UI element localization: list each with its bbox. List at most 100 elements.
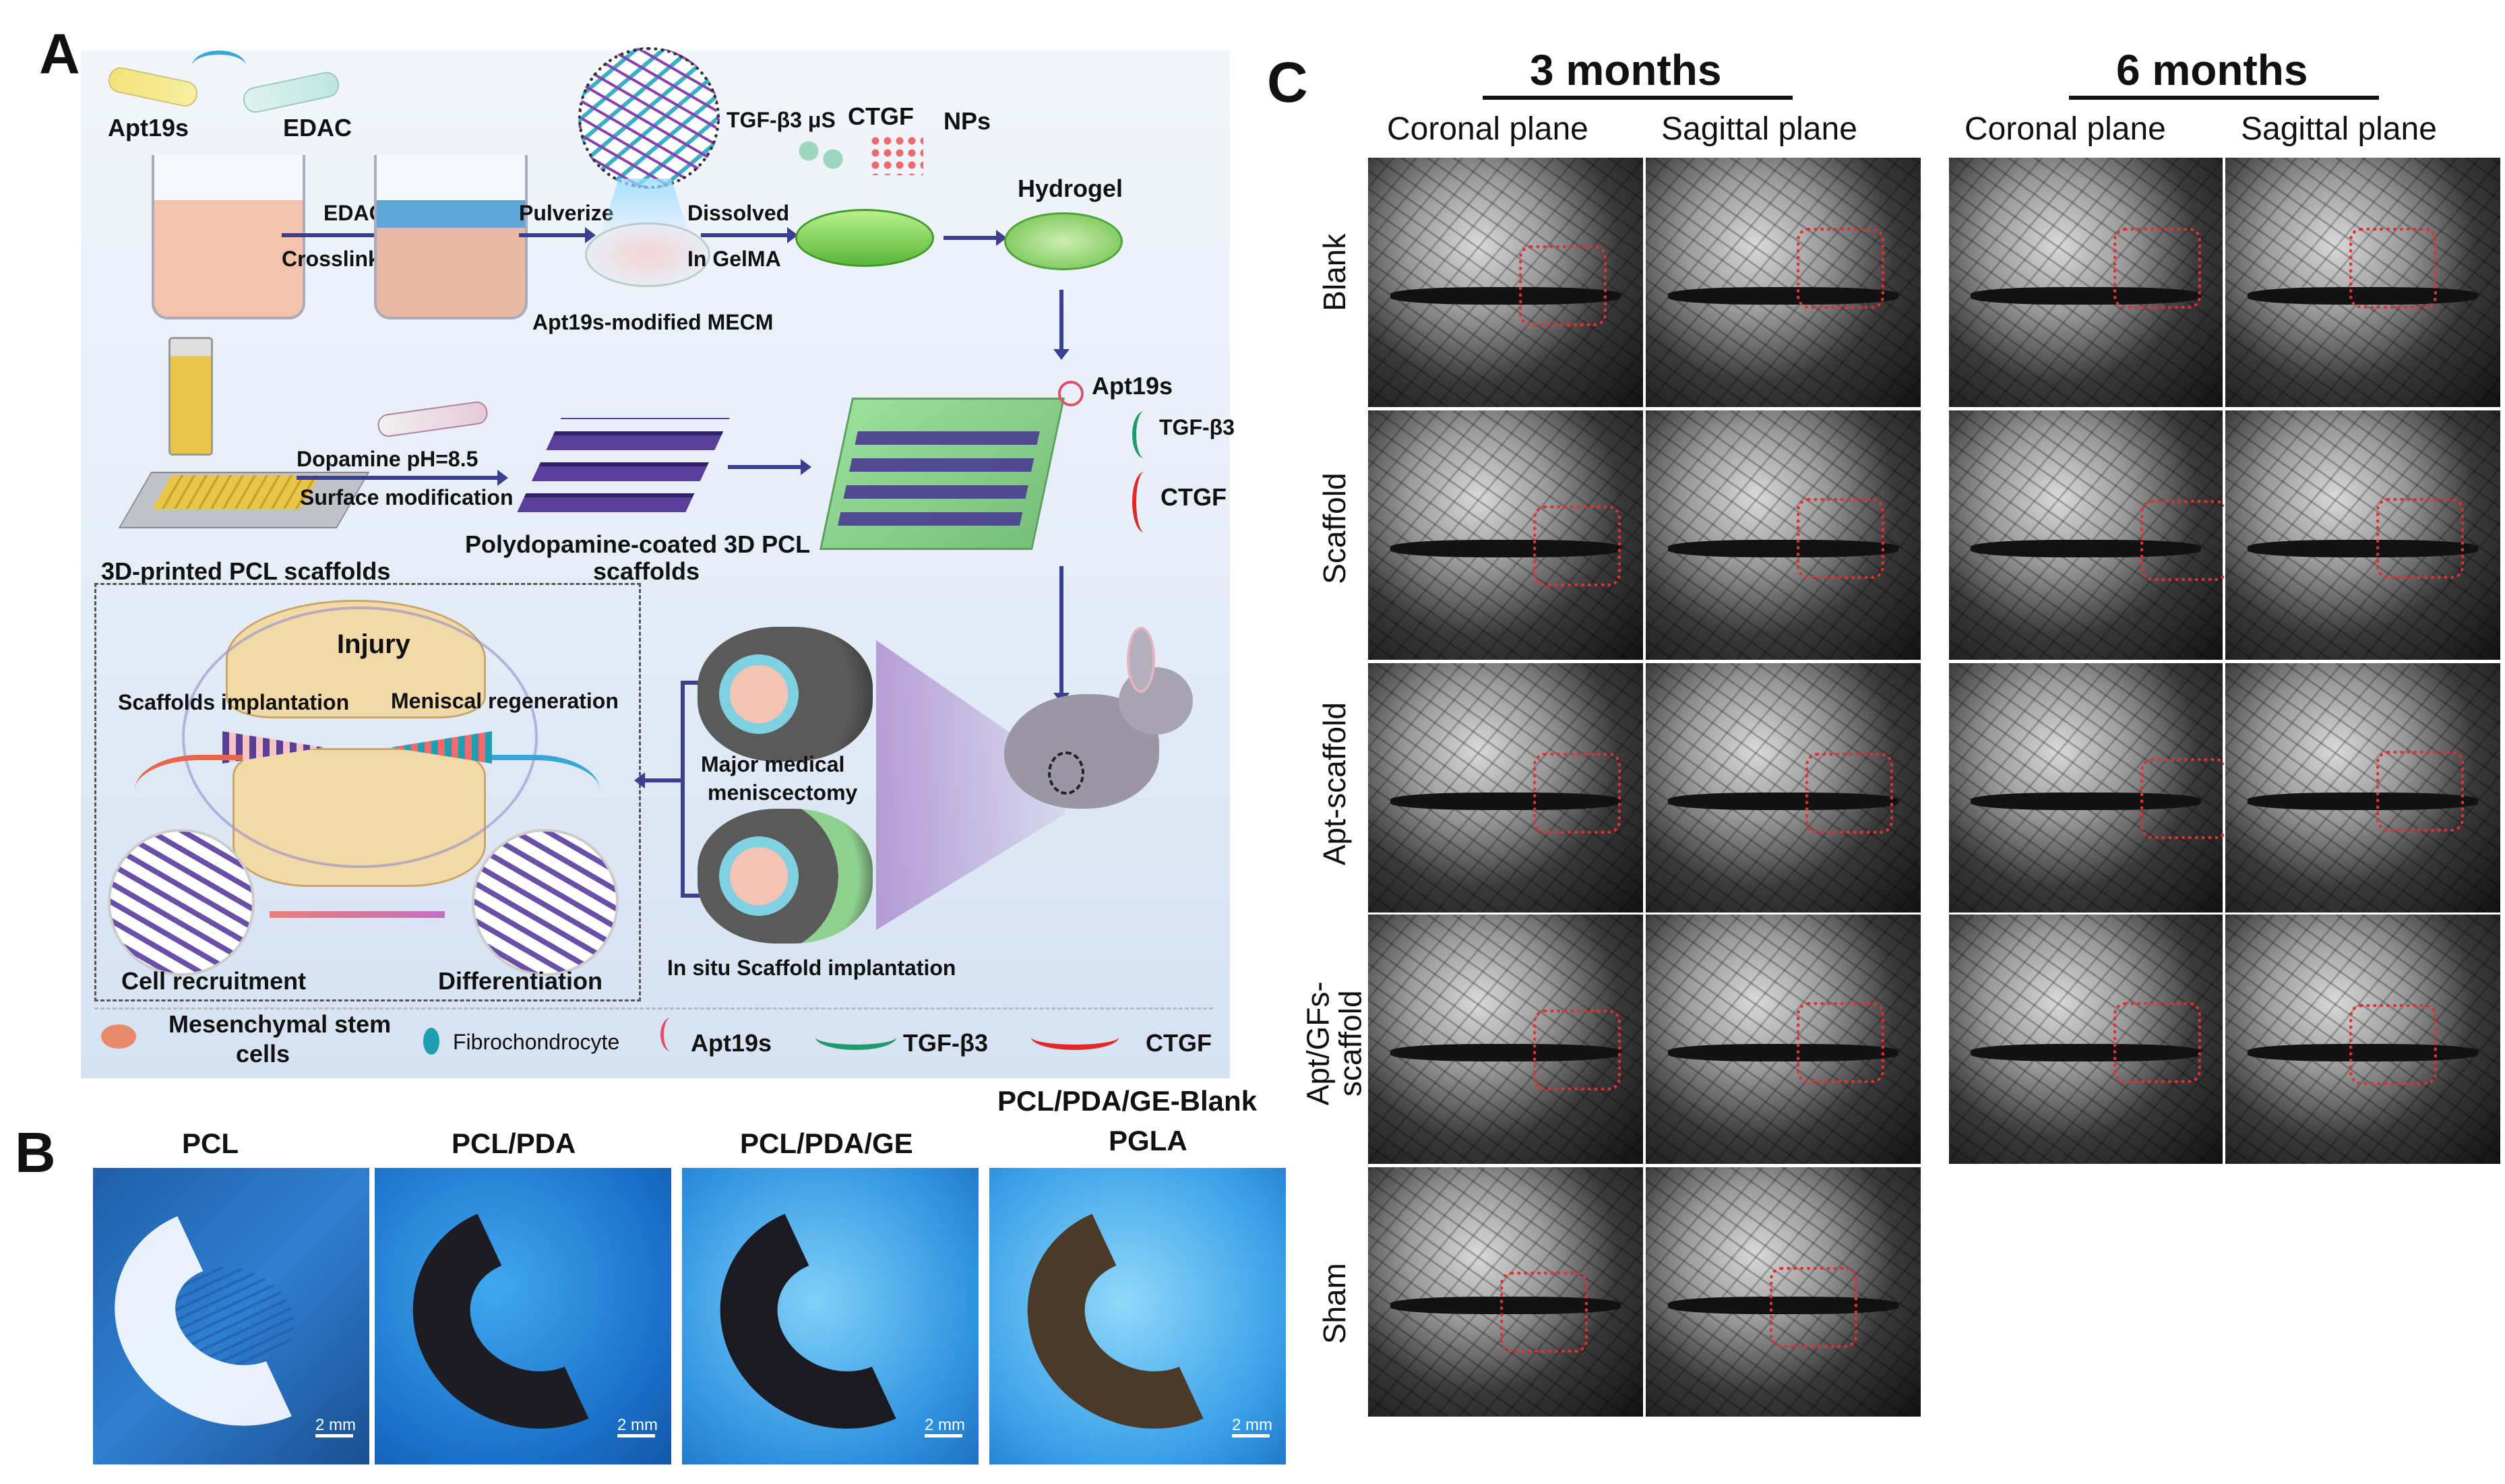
right-curved-arrow bbox=[492, 755, 600, 814]
mri-sham-col-2 bbox=[1644, 1166, 1922, 1418]
msc-icon bbox=[101, 1024, 136, 1049]
region-of-interest-marker bbox=[1805, 753, 1893, 834]
mri-blank-col-2 bbox=[1644, 156, 1922, 408]
ctgf-legend-icon bbox=[1031, 1024, 1119, 1050]
mri-blank-col-4 bbox=[2224, 156, 2502, 408]
mri-blank-col-3 bbox=[1948, 156, 2224, 408]
arrow-dissolved bbox=[701, 227, 798, 243]
left-curved-arrow bbox=[135, 755, 243, 814]
region-of-interest-marker bbox=[2113, 227, 2201, 309]
photo-pcl-pda-ge: 2 mm bbox=[682, 1168, 979, 1464]
apt-mecm-label: Apt19s-modified MECM bbox=[532, 310, 774, 334]
legend-msc-1: Mesenchymal stem bbox=[168, 1010, 392, 1038]
differentiation-label: Differentiation bbox=[438, 967, 603, 995]
region-of-interest-marker bbox=[1533, 505, 1621, 586]
photo-4-label-2: PGLA bbox=[1109, 1125, 1187, 1156]
plane-header-1: Coronal plane bbox=[1387, 111, 1588, 147]
tgf-microspheres-icon bbox=[795, 135, 849, 175]
arrow-edac bbox=[282, 227, 385, 243]
mri-apt-gfs-scaffold-col-1 bbox=[1367, 913, 1644, 1165]
region-of-interest-marker bbox=[1519, 245, 1607, 326]
nps-label: NPs bbox=[944, 107, 991, 135]
in-situ-model bbox=[698, 809, 873, 944]
apt-legend-icon bbox=[660, 1018, 681, 1051]
edac-label: EDAC bbox=[283, 114, 352, 142]
photo-pcl: 2 mm bbox=[93, 1168, 369, 1464]
photo-1-label: PCL bbox=[182, 1127, 239, 1159]
in-situ-label: In situ Scaffold implantation bbox=[667, 956, 956, 980]
photo-3-label: PCL/PDA/GE bbox=[740, 1127, 913, 1159]
region-of-interest-marker bbox=[1533, 753, 1621, 834]
release-ctgf-label: CTGF bbox=[1161, 483, 1227, 511]
row-label-apt-gfs-scaffold: Apt/GFs- scaffold bbox=[1300, 981, 1368, 1106]
mri-scaffold-col-4 bbox=[2224, 409, 2502, 661]
mecm-dish-icon bbox=[585, 222, 710, 287]
time-3-months: 3 months bbox=[1530, 46, 1722, 94]
mri-apt-scaffold-col-2 bbox=[1644, 662, 1922, 914]
mri-sham-col-1 bbox=[1367, 1166, 1644, 1418]
scaffold-implant-label: Scaffolds implantation bbox=[118, 690, 350, 714]
pda-scaffold-label-2: scaffolds bbox=[593, 557, 700, 585]
mri-blank-col-1 bbox=[1367, 156, 1644, 408]
region-of-interest-marker bbox=[2140, 500, 2229, 582]
legend-divider bbox=[94, 1008, 1213, 1012]
apt19s-label: Apt19s bbox=[108, 114, 189, 142]
plane-header-3: Coronal plane bbox=[1965, 111, 2166, 147]
legend-ctgf: CTGF bbox=[1146, 1029, 1212, 1057]
mri-scaffold-col-1 bbox=[1367, 409, 1644, 661]
row-label-apt-scaffold: Apt-scaffold bbox=[1316, 702, 1352, 866]
underline-3-months bbox=[1483, 96, 1793, 100]
dissolved-label: Dissolved bbox=[687, 201, 790, 225]
apt-release-icon bbox=[1058, 381, 1084, 406]
meniscectomy-label-2: meniscectomy bbox=[708, 780, 858, 805]
meniscectomy-model bbox=[698, 627, 873, 762]
mri-apt-scaffold-col-1 bbox=[1367, 662, 1644, 914]
region-of-interest-marker bbox=[1797, 497, 1885, 579]
hydrogel-disc-icon bbox=[1004, 212, 1123, 270]
injury-label: Injury bbox=[337, 629, 410, 659]
mri-apt-gfs-scaffold-col-3 bbox=[1948, 913, 2224, 1165]
arrow-down-composite bbox=[1053, 566, 1070, 704]
region-of-interest-marker bbox=[2376, 497, 2465, 579]
time-6-months: 6 months bbox=[2116, 46, 2308, 94]
surface-mod-label: Surface modification bbox=[300, 485, 514, 509]
rabbit-ear bbox=[1127, 627, 1155, 693]
meniscal-regen-label: Meniscal regeneration bbox=[391, 689, 619, 713]
mri-apt-gfs-scaffold-col-2 bbox=[1644, 913, 1922, 1165]
gelma-disc-icon bbox=[795, 209, 934, 267]
hydrogel-label: Hydrogel bbox=[1018, 175, 1123, 202]
region-of-interest-marker bbox=[2349, 1004, 2437, 1086]
implant-site-marker bbox=[1048, 751, 1084, 795]
ctgf-release-icon bbox=[1132, 472, 1156, 532]
scale-2: 2 mm bbox=[617, 1416, 658, 1434]
knee-outline bbox=[182, 607, 538, 868]
printed-pcl-label: 3D-printed PCL scaffolds bbox=[101, 557, 391, 585]
beaker-1-icon bbox=[152, 155, 305, 319]
photo-4-label: PCL/PDA/GE-Blank bbox=[997, 1085, 1258, 1117]
region-of-interest-marker bbox=[2376, 750, 2465, 832]
region-of-interest-marker bbox=[1797, 227, 1885, 309]
bracket-line bbox=[681, 681, 702, 898]
mri-scaffold-col-2 bbox=[1644, 409, 1922, 661]
dopamine-label: Dopamine pH=8.5 bbox=[297, 447, 478, 471]
printer-syringe-icon bbox=[168, 337, 213, 456]
arrow-dopamine bbox=[297, 470, 508, 486]
plane-header-4: Sagittal plane bbox=[2241, 111, 2437, 147]
region-of-interest-marker bbox=[2140, 758, 2229, 839]
photo-2-label: PCL/PDA bbox=[452, 1127, 576, 1159]
arrow-hydrogel bbox=[944, 230, 1007, 246]
printed-pcl-strands bbox=[152, 475, 320, 509]
meniscectomy-label-1: Major medical bbox=[701, 752, 845, 776]
scale-4: 2 mm bbox=[1232, 1416, 1272, 1434]
mri-apt-scaffold-col-3 bbox=[1948, 662, 2229, 914]
region-of-interest-marker bbox=[1533, 1009, 1621, 1090]
panel-a-letter: A bbox=[39, 22, 80, 86]
region-of-interest-marker bbox=[2113, 1001, 2201, 1083]
in-gelma-label: In GelMA bbox=[687, 247, 781, 271]
legend-tgf: TGF-β3 bbox=[903, 1029, 988, 1057]
photo-pcl-pda-ge-blank: 2 mm bbox=[989, 1168, 1286, 1464]
scale-1: 2 mm bbox=[315, 1416, 356, 1434]
mecm-zoom-circle bbox=[578, 47, 720, 189]
ctgf-np-label: CTGF bbox=[848, 102, 914, 130]
arrow-pulverize bbox=[519, 227, 596, 243]
